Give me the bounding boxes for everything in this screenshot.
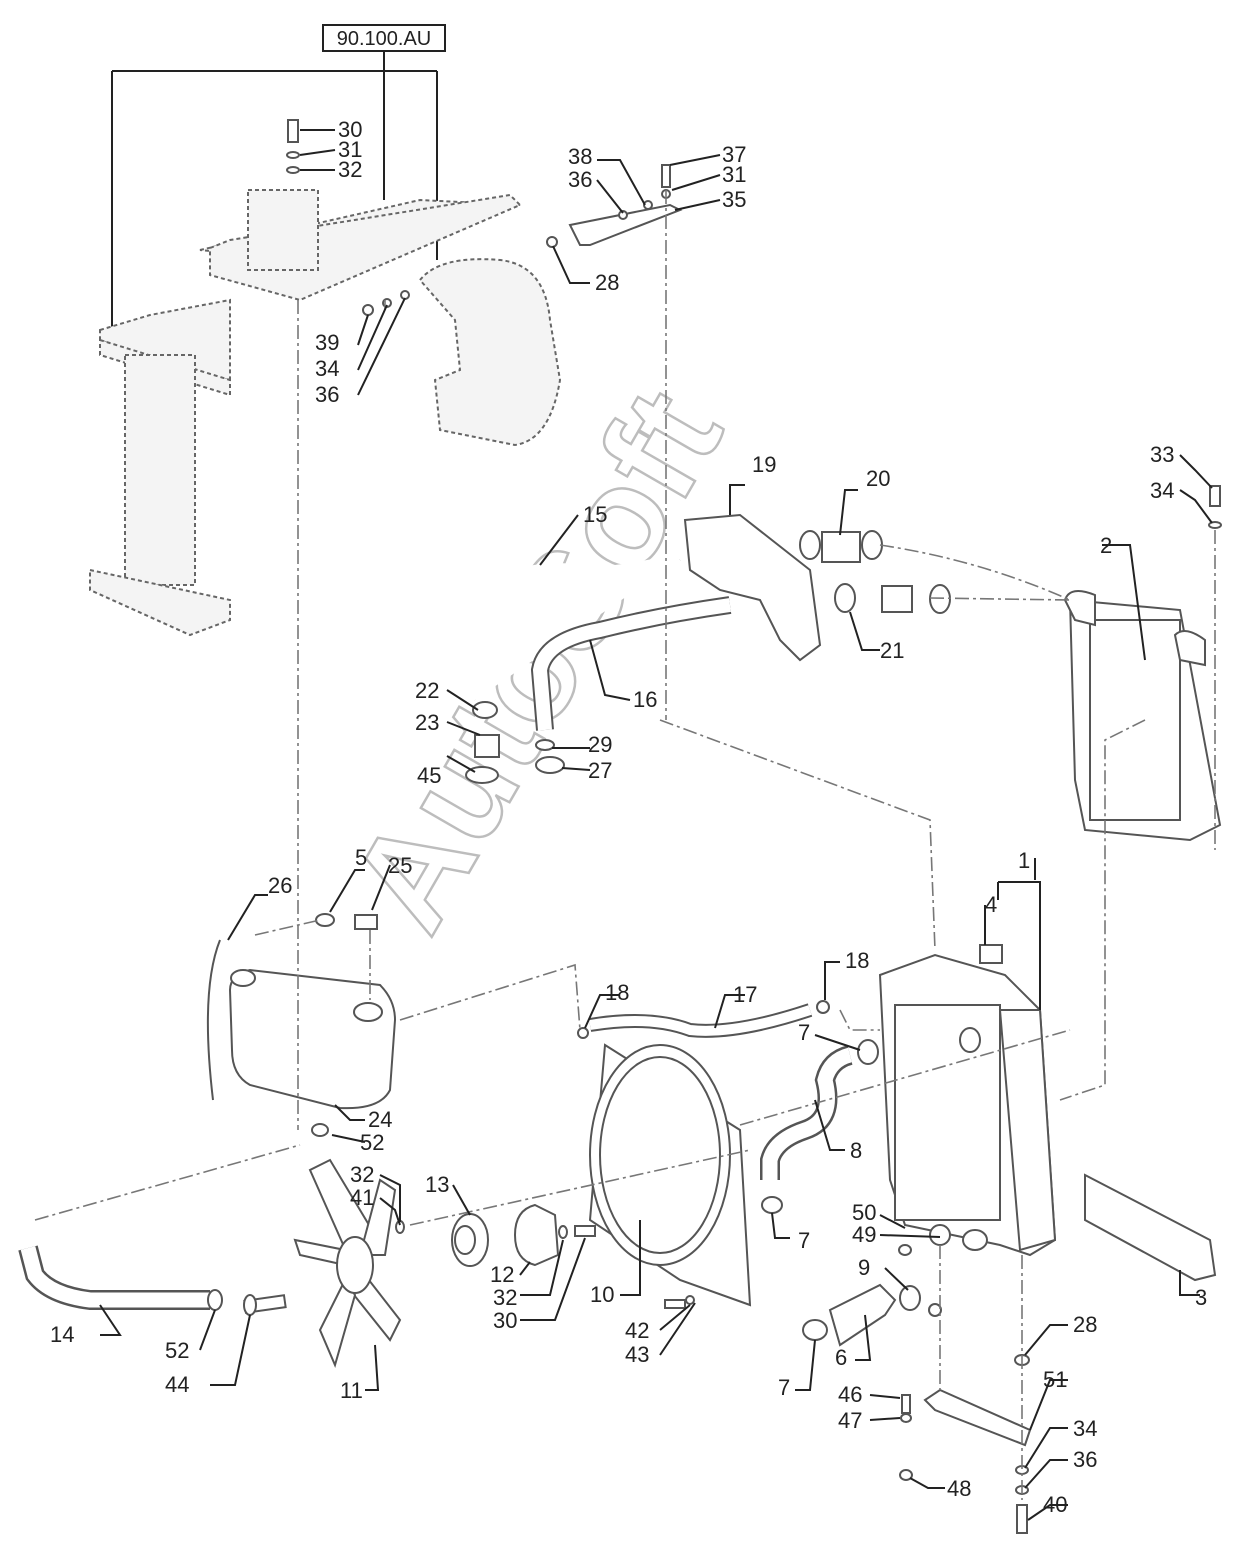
callout-label[interactable]: 17 — [733, 982, 757, 1007]
pipe-14 — [18, 1245, 223, 1311]
callout-label[interactable]: 36 — [568, 167, 592, 192]
callout-label[interactable]: 21 — [880, 638, 904, 663]
callout-label[interactable]: 1 — [1018, 848, 1030, 873]
callout-label[interactable]: 32 — [493, 1285, 517, 1310]
callout-label[interactable]: 13 — [425, 1172, 449, 1197]
couplings — [799, 530, 951, 614]
callout-label[interactable]: 31 — [338, 137, 362, 162]
callout-label[interactable]: 4 — [985, 892, 997, 917]
fan — [293, 1158, 402, 1368]
callout-label[interactable]: 41 — [350, 1185, 374, 1210]
callout-label[interactable]: 27 — [588, 758, 612, 783]
callout-label[interactable]: 20 — [866, 466, 890, 491]
callout-label[interactable]: 29 — [588, 732, 612, 757]
callout-label[interactable]: 28 — [595, 270, 619, 295]
fan-bolt — [243, 1294, 287, 1316]
callout-label[interactable]: 23 — [415, 710, 439, 735]
callout-label[interactable]: 46 — [838, 1382, 862, 1407]
callout-label[interactable]: 28 — [1073, 1312, 1097, 1337]
callout-label[interactable]: 48 — [947, 1476, 971, 1501]
callout-label[interactable]: 51 — [1043, 1367, 1067, 1392]
callout-label[interactable]: 49 — [852, 1222, 876, 1247]
callout-label[interactable]: 37 — [722, 142, 746, 167]
callout-label[interactable]: 33 — [1150, 442, 1174, 467]
radiator — [878, 944, 1057, 1257]
hose-assembly — [461, 553, 732, 731]
callout-label[interactable]: 39 — [315, 330, 339, 355]
callout-label[interactable]: 43 — [625, 1342, 649, 1367]
pulley — [395, 1213, 489, 1267]
reference-leaders — [111, 51, 438, 330]
callout-label[interactable]: 7 — [798, 1228, 810, 1253]
callout-label[interactable]: 5 — [355, 845, 367, 870]
callout-label[interactable]: 31 — [722, 162, 746, 187]
pipe-17 — [577, 1000, 830, 1039]
callout-label[interactable]: 16 — [633, 687, 657, 712]
air-duct — [418, 258, 562, 447]
callout-label[interactable]: 8 — [850, 1138, 862, 1163]
callout-label[interactable]: 2 — [1100, 533, 1112, 558]
callout-label[interactable]: 22 — [415, 678, 439, 703]
callout-label[interactable]: 45 — [417, 763, 441, 788]
bottom-fittings — [802, 1224, 951, 1347]
callout-label[interactable]: 35 — [722, 187, 746, 212]
callout-label[interactable]: 34 — [315, 356, 339, 381]
callout-label[interactable]: 30 — [338, 117, 362, 142]
fan-hub — [513, 1203, 596, 1267]
callout-label[interactable]: 7 — [798, 1020, 810, 1045]
bottom-bracket — [899, 1354, 1032, 1534]
callout-label[interactable]: 18 — [845, 948, 869, 973]
reference-box[interactable]: 90.100.AU — [322, 24, 446, 52]
callout-label[interactable]: 32 — [338, 157, 362, 182]
callout-label[interactable]: 10 — [590, 1282, 614, 1307]
callout-label[interactable]: 36 — [315, 382, 339, 407]
callout-labels: 1 2 3 4 5 6 7 7 7 8 9 10 11 12 13 14 15 … — [50, 117, 1207, 1517]
intercooler — [1063, 590, 1222, 842]
callout-label[interactable]: 40 — [1043, 1492, 1067, 1517]
radiator-bracket-leader — [997, 881, 1041, 1010]
callout-label[interactable]: 42 — [625, 1318, 649, 1343]
callout-label[interactable]: 47 — [838, 1408, 862, 1433]
callout-label[interactable]: 25 — [388, 853, 412, 878]
callout-label[interactable]: 52 — [165, 1338, 189, 1363]
coolant-hose — [760, 1039, 879, 1214]
callout-label[interactable]: 52 — [360, 1130, 384, 1155]
callout-label[interactable]: 32 — [350, 1162, 374, 1187]
connection-lines — [34, 190, 1216, 1500]
callout-label[interactable]: 15 — [583, 502, 607, 527]
callout-label[interactable]: 6 — [835, 1345, 847, 1370]
callout-label[interactable]: 11 — [340, 1378, 363, 1403]
callout-label[interactable]: 36 — [1073, 1447, 1097, 1472]
callout-label[interactable]: 44 — [165, 1372, 189, 1397]
expansion-tank — [206, 913, 397, 1137]
callout-label[interactable]: 34 — [1073, 1416, 1097, 1441]
callout-label[interactable]: 24 — [368, 1107, 392, 1132]
support-frame — [89, 189, 522, 637]
callout-label[interactable]: 38 — [568, 144, 592, 169]
callout-label[interactable]: 3 — [1195, 1285, 1207, 1310]
side-bracket — [1084, 1173, 1217, 1282]
fan-shroud — [588, 1043, 752, 1307]
duct-bracket — [683, 513, 822, 662]
top-bracket — [546, 164, 683, 248]
callout-label[interactable]: 26 — [268, 873, 292, 898]
callout-label[interactable]: 14 — [50, 1322, 74, 1347]
callout-label[interactable]: 9 — [858, 1255, 870, 1280]
callout-label[interactable]: 18 — [605, 980, 629, 1005]
leader-lines — [99, 129, 1213, 1521]
callout-label[interactable]: 50 — [852, 1200, 876, 1225]
callout-label[interactable]: 34 — [1150, 478, 1174, 503]
callout-label[interactable]: 19 — [752, 452, 776, 477]
reference-box-label: 90.100.AU — [337, 28, 432, 50]
callout-label[interactable]: 12 — [490, 1262, 514, 1287]
callout-label[interactable]: 7 — [778, 1375, 790, 1400]
callout-label[interactable]: 30 — [493, 1308, 517, 1333]
